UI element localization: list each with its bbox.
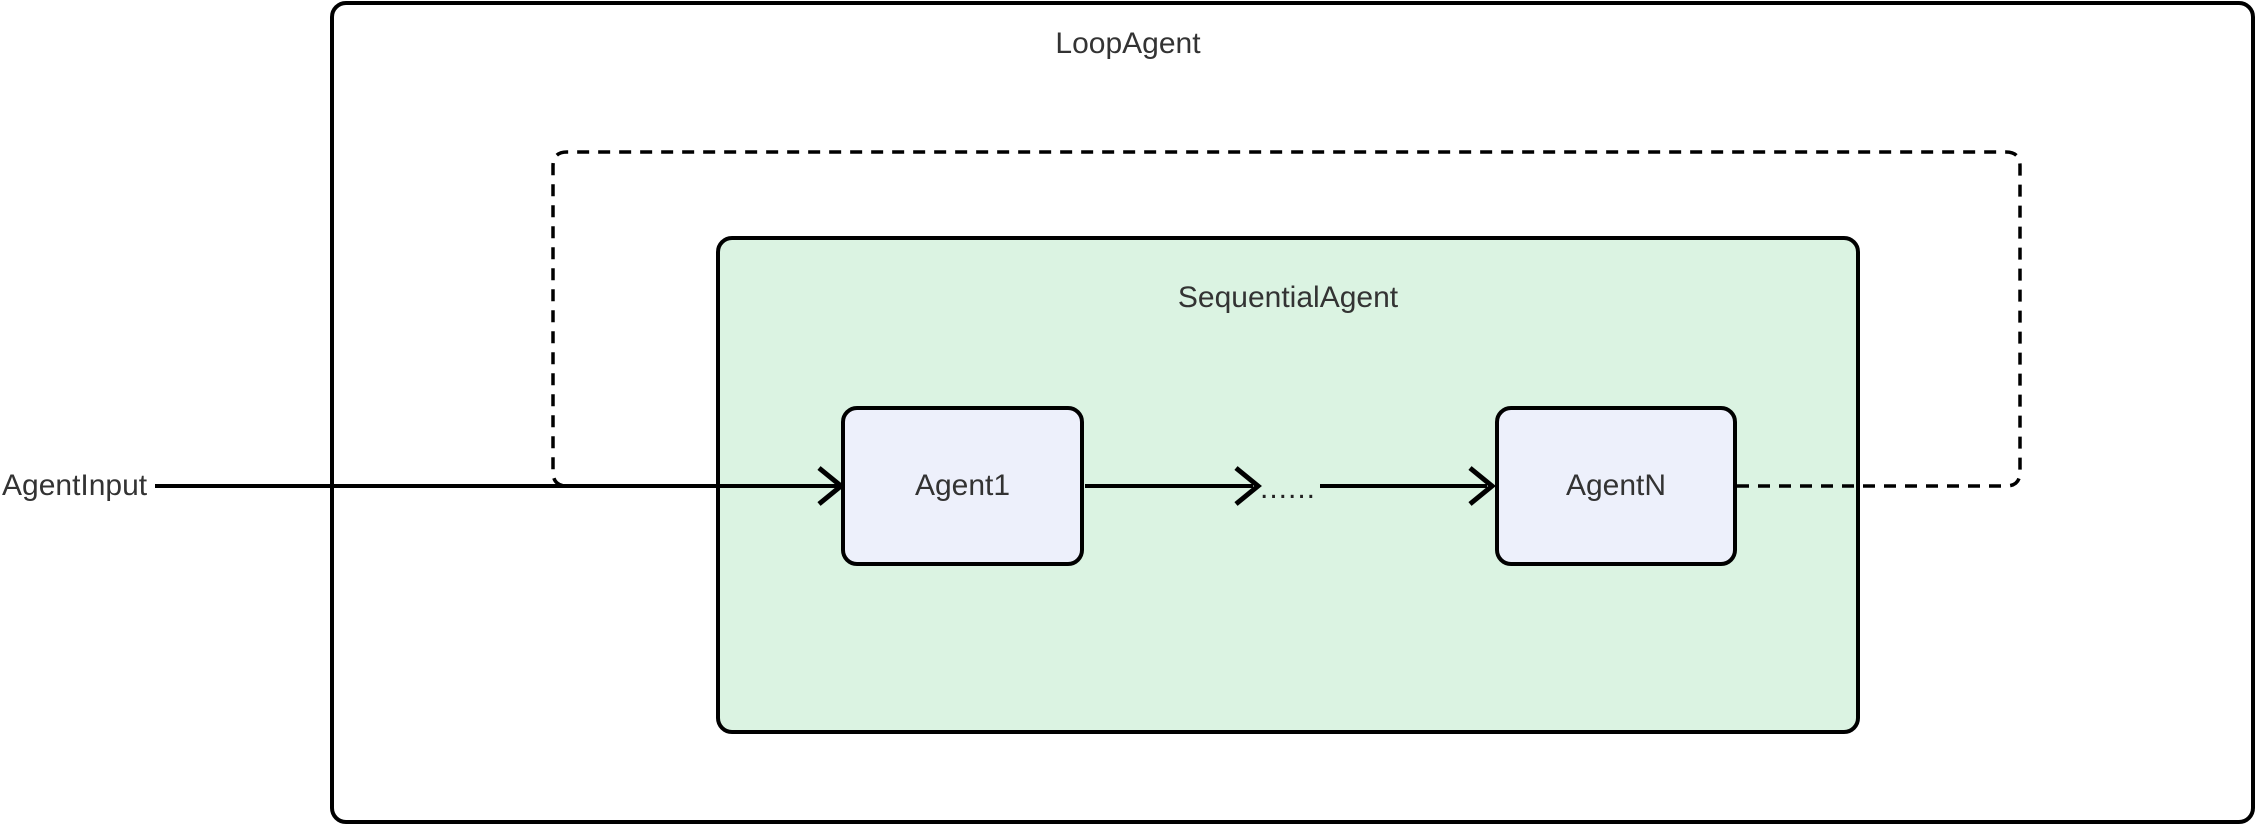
loop-agent-title: LoopAgent — [1055, 27, 1201, 60]
arrowhead-right-icon — [1468, 466, 1496, 506]
ellipsis-label: ...... — [1259, 472, 1316, 505]
sequential-agent-title: SequentialAgent — [1177, 281, 1399, 314]
agent-input-label: AgentInput — [2, 469, 148, 502]
node-agent1-label: Agent1 — [914, 469, 1011, 502]
node-agentn: AgentN — [1495, 406, 1737, 566]
node-agent1: Agent1 — [841, 406, 1084, 566]
node-agentn-label: AgentN — [1565, 469, 1667, 502]
arrowhead-right-icon — [1234, 466, 1262, 506]
loop-back-dashed-path — [551, 150, 2022, 488]
